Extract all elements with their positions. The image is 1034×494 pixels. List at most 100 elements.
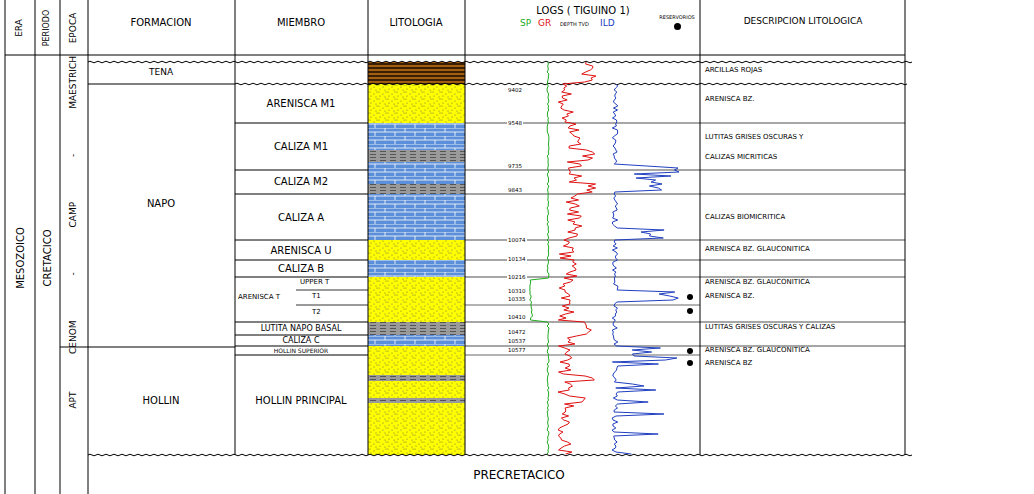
depth-value: 9735 — [507, 163, 523, 169]
age-label: CENOM - CAMP - MAESTRICH — [69, 56, 79, 354]
column-header: PERIODO — [43, 10, 52, 47]
lithology-description: ARENISCA BZ. GLAUCONITICA — [705, 279, 810, 287]
depth-value: 9402 — [507, 87, 523, 93]
member-name: ARENISCA U — [270, 245, 331, 256]
grid-line — [88, 84, 235, 85]
grid-line — [235, 123, 368, 124]
depth-value: 10310 — [507, 288, 527, 294]
lithology-band — [368, 346, 465, 375]
legend-dot — [674, 23, 681, 30]
age-label: CRETACICO — [42, 229, 53, 286]
lithology-column — [368, 62, 465, 455]
legend-text: RESERVORIOS — [655, 14, 699, 20]
reservoir-dot — [687, 308, 693, 314]
lithology-band — [368, 381, 465, 398]
grid-line — [235, 0, 236, 455]
member-name: T2 — [312, 309, 321, 317]
grid-line — [5, 0, 6, 494]
column-header: ILD — [600, 19, 615, 29]
member-name: LUTITA NAPO BASAL — [261, 325, 342, 334]
grid-line — [465, 194, 905, 195]
column-header: LITOLOGIA — [389, 17, 442, 28]
depth-value: 10410 — [507, 314, 527, 320]
basement-label: PRECRETACICO — [473, 469, 565, 482]
lithology-band — [368, 184, 465, 194]
sp-curve — [530, 62, 549, 454]
grid-line — [235, 277, 368, 278]
gr-curve — [558, 62, 596, 454]
grid-line — [465, 260, 905, 261]
grid-line — [60, 347, 235, 348]
depth-value: 10216 — [507, 274, 527, 280]
grid-line — [465, 322, 905, 323]
member-name: HOLLIN SUPERIOR — [274, 347, 329, 354]
member-name: UPPER T — [300, 279, 329, 287]
grid-line — [60, 0, 61, 494]
table-grid — [5, 0, 912, 494]
depth-value: 10335 — [507, 296, 527, 302]
grid-line — [235, 260, 368, 261]
unconformity-line — [88, 61, 912, 63]
grid-line — [235, 240, 368, 241]
grid-line — [35, 0, 36, 494]
lithology-band — [368, 162, 465, 184]
lithology-description: ARENISCA BZ. — [705, 293, 755, 301]
grid-line — [905, 0, 906, 455]
member-name: CALIZA M2 — [274, 176, 328, 187]
grid-line — [465, 355, 700, 356]
lithology-band — [368, 84, 465, 123]
depth-value: 10134 — [507, 256, 527, 262]
depth-value: 10577 — [507, 347, 527, 353]
formation-name: NAPO — [147, 198, 175, 209]
column-header: DEPTH TVD — [560, 22, 589, 28]
reservoir-dot — [687, 294, 693, 300]
lithology-band — [368, 335, 465, 346]
lithology-band — [368, 277, 465, 322]
member-name: CALIZA C — [283, 336, 320, 345]
legend-entry: RESERVORIOS — [655, 14, 699, 30]
lithology-description: ARENISCA BZ — [705, 360, 752, 368]
lithology-band — [368, 123, 465, 150]
grid-line — [465, 170, 905, 171]
lithology-band — [368, 375, 465, 381]
lithology-description: ARENISCA BZ. GLAUCONITICA — [705, 347, 810, 355]
reservoir-dot — [687, 348, 693, 354]
grid-line — [700, 0, 701, 455]
lithology-band — [368, 240, 465, 260]
grid-line — [88, 0, 89, 494]
member-name: CALIZA M1 — [274, 141, 328, 152]
member-name: ARENISCA T — [238, 294, 280, 302]
lithology-description: ARENISCA BZ. GLAUCONITICA — [705, 246, 810, 254]
lithology-band — [368, 260, 465, 277]
grid-line — [235, 194, 368, 195]
grid-line — [235, 355, 368, 356]
grid-line — [296, 305, 368, 306]
member-name: CALIZA A — [278, 212, 324, 223]
column-header: SP — [520, 19, 531, 29]
depth-value: 10074 — [507, 237, 527, 243]
column-header: DESCRIPCION LITOLOGICA — [744, 17, 863, 27]
column-header: GR — [538, 19, 551, 29]
reservoir-dot — [687, 360, 693, 366]
depth-value: 9548 — [507, 120, 523, 126]
lithology-description: CALIZAS BIOMICRITICA — [705, 214, 785, 222]
member-name: CALIZA B — [278, 263, 324, 274]
column-header: MIEMBRO — [277, 17, 325, 28]
column-header: EPOCA — [69, 13, 79, 44]
age-label: MESOZOICO — [15, 227, 26, 289]
formation-name: HOLLIN — [143, 395, 180, 406]
lithology-description: ARCILLAS ROJAS — [705, 67, 762, 75]
grid-line — [465, 346, 905, 347]
grid-line — [235, 322, 368, 323]
grid-line — [465, 305, 700, 306]
age-label: APT — [69, 391, 79, 408]
lithology-band — [368, 398, 465, 403]
member-name: ARENISCA M1 — [267, 98, 336, 109]
lithology-band — [368, 150, 465, 162]
column-header: LOGS ( TIGUINO 1) — [536, 5, 629, 16]
depth-value: 9843 — [507, 187, 523, 193]
member-name: T1 — [312, 293, 321, 301]
ild-curve — [612, 84, 679, 454]
lithology-band — [368, 322, 465, 335]
depth-value: 10537 — [507, 338, 527, 344]
